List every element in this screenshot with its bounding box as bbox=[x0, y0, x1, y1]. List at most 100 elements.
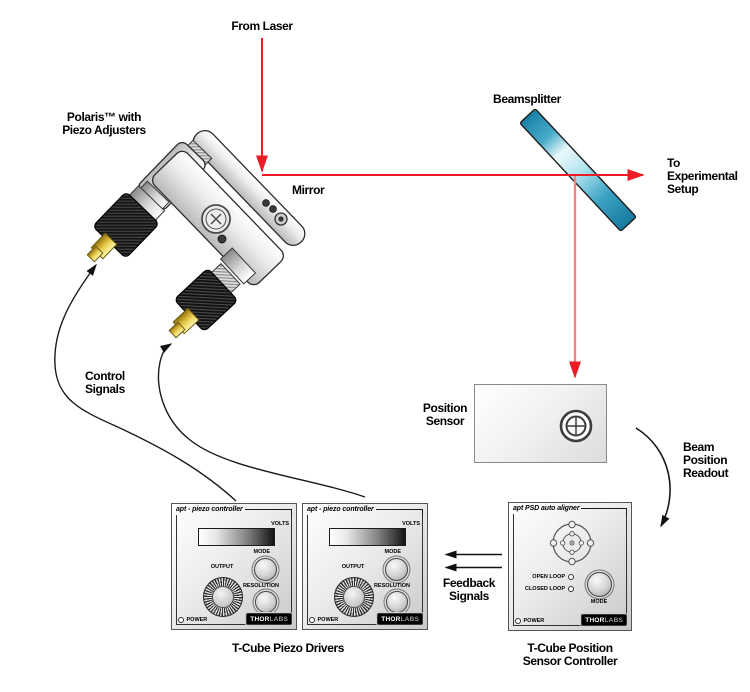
cube-title-row: apt PSD auto aligner bbox=[513, 505, 627, 515]
title-rule bbox=[244, 509, 292, 516]
feedback-signals-line2: Signals bbox=[449, 589, 489, 604]
output-knob bbox=[203, 577, 243, 617]
mode-label: MODE bbox=[384, 549, 402, 555]
plate-screw-2 bbox=[269, 205, 277, 213]
open-loop-row: OPEN LOOP bbox=[532, 574, 574, 580]
position-sensor-box bbox=[474, 384, 607, 463]
gold-tip-2 bbox=[172, 307, 200, 335]
tcube-piezo-driver-2: apt - piezo controller VOLTS MODE OUTPUT… bbox=[302, 503, 428, 630]
gold-tip-1 bbox=[90, 232, 118, 260]
cross-screw-x1 bbox=[210, 213, 222, 225]
psd-target-icon bbox=[549, 520, 595, 566]
feedback-signals-label: Feedback Signals bbox=[442, 576, 496, 604]
mirror-label: Mirror bbox=[292, 183, 325, 197]
psd-mode-label: MODE bbox=[590, 599, 608, 605]
plate-ring-screw bbox=[274, 212, 288, 226]
volts-display bbox=[329, 528, 406, 546]
cube-title-row: apt - piezo controller bbox=[176, 506, 292, 516]
cube-panel bbox=[513, 514, 627, 626]
piezo-cube-title: apt - piezo controller bbox=[307, 506, 374, 513]
title-rule bbox=[581, 508, 627, 515]
body-dot-screw bbox=[217, 234, 227, 244]
beam-readout-line2: Position bbox=[683, 453, 728, 468]
cube-panel bbox=[176, 515, 292, 625]
output-knob bbox=[334, 577, 374, 617]
power-label: POWER bbox=[523, 618, 545, 624]
logo-thor: THOR bbox=[381, 615, 401, 623]
mode-button bbox=[254, 558, 277, 581]
to-setup-line2: Experimental bbox=[667, 169, 738, 184]
beam-readout-line3: Readout bbox=[683, 466, 729, 481]
logo-labs: LABS bbox=[269, 615, 288, 623]
beamsplitter-label: Beamsplitter bbox=[493, 92, 561, 106]
piezo-drivers-caption: T-Cube Piezo Drivers bbox=[231, 641, 345, 655]
knurled-knob-2 bbox=[175, 269, 237, 331]
feedback-signals-line1: Feedback bbox=[442, 576, 496, 590]
output-label: OUTPUT bbox=[210, 564, 234, 570]
position-sensor-label: Position Sensor bbox=[422, 401, 468, 429]
to-setup-line1: To bbox=[667, 156, 680, 170]
tcube-piezo-driver-1: apt - piezo controller VOLTS MODE OUTPUT… bbox=[171, 503, 297, 630]
cross-screw-x2 bbox=[210, 213, 222, 225]
closed-loop-led bbox=[568, 586, 574, 592]
output-label: OUTPUT bbox=[341, 564, 365, 570]
closed-loop-label: CLOSED LOOP bbox=[524, 586, 565, 592]
psd-cube-title: apt PSD auto aligner bbox=[513, 505, 580, 512]
mount-gap bbox=[192, 163, 274, 247]
volts-display bbox=[198, 528, 275, 546]
beam-readout-curve bbox=[635, 427, 671, 528]
gold-tip-2-end bbox=[168, 321, 186, 339]
power-row: POWER bbox=[178, 617, 207, 623]
mode-label: MODE bbox=[253, 549, 271, 555]
power-row: POWER bbox=[515, 618, 544, 624]
knurled-knob-1 bbox=[94, 193, 158, 257]
open-loop-label: OPEN LOOP bbox=[532, 574, 565, 580]
logo-labs: LABS bbox=[400, 615, 419, 623]
position-sensor-line2: Sensor bbox=[425, 414, 465, 429]
logo-thor: THOR bbox=[585, 616, 605, 624]
psd-caption-line1: T-Cube Position bbox=[527, 641, 613, 655]
power-row: POWER bbox=[309, 617, 338, 623]
closed-loop-row: CLOSED LOOP bbox=[525, 586, 574, 592]
resolution-label: RESOLUTION bbox=[242, 583, 279, 589]
position-sensor-line1: Position bbox=[422, 401, 468, 415]
mount-arm bbox=[138, 142, 206, 210]
power-led bbox=[515, 618, 521, 624]
control-signals-label: Control Signals bbox=[85, 369, 125, 397]
cube-title-row: apt - piezo controller bbox=[307, 506, 423, 516]
logo-thor: THOR bbox=[250, 615, 270, 623]
piezo-adjuster-knob-1 bbox=[86, 180, 170, 263]
mount-top-collar bbox=[175, 139, 213, 177]
cube-panel bbox=[307, 515, 423, 625]
to-setup-line3: Setup bbox=[667, 182, 699, 197]
piezo-adjuster-knob-2 bbox=[168, 247, 257, 339]
mode-button bbox=[385, 558, 408, 581]
beam-position-readout-label: Beam Position Readout bbox=[683, 440, 729, 481]
power-led bbox=[178, 617, 184, 623]
beam-readout-line1: Beam bbox=[683, 440, 715, 454]
control-signal-curve-2 bbox=[157, 343, 366, 498]
volts-label: VOLTS bbox=[271, 521, 289, 527]
body-cross-screw bbox=[205, 208, 227, 230]
power-label: POWER bbox=[317, 617, 339, 623]
title-rule bbox=[375, 509, 423, 516]
power-label: POWER bbox=[186, 617, 208, 623]
mount-body bbox=[152, 150, 284, 286]
control-signals-line2: Signals bbox=[85, 382, 125, 397]
psd-mode-button bbox=[587, 572, 612, 597]
polaris-label: Polaris™ with Piezo Adjusters bbox=[62, 110, 146, 137]
beamsplitter-optic bbox=[519, 108, 637, 232]
plate-ring-screw-center bbox=[278, 216, 284, 222]
psd-controller-caption: T-Cube Position Sensor Controller bbox=[523, 641, 618, 668]
control-signal-curve-1 bbox=[54, 263, 237, 502]
logo-labs: LABS bbox=[604, 616, 623, 624]
body-cross-screw-ring bbox=[201, 204, 231, 234]
mirror-mount bbox=[86, 129, 306, 339]
open-loop-led bbox=[568, 574, 574, 580]
plate-screw-1 bbox=[262, 199, 270, 207]
polaris-label-line1: Polaris™ with bbox=[66, 110, 142, 124]
